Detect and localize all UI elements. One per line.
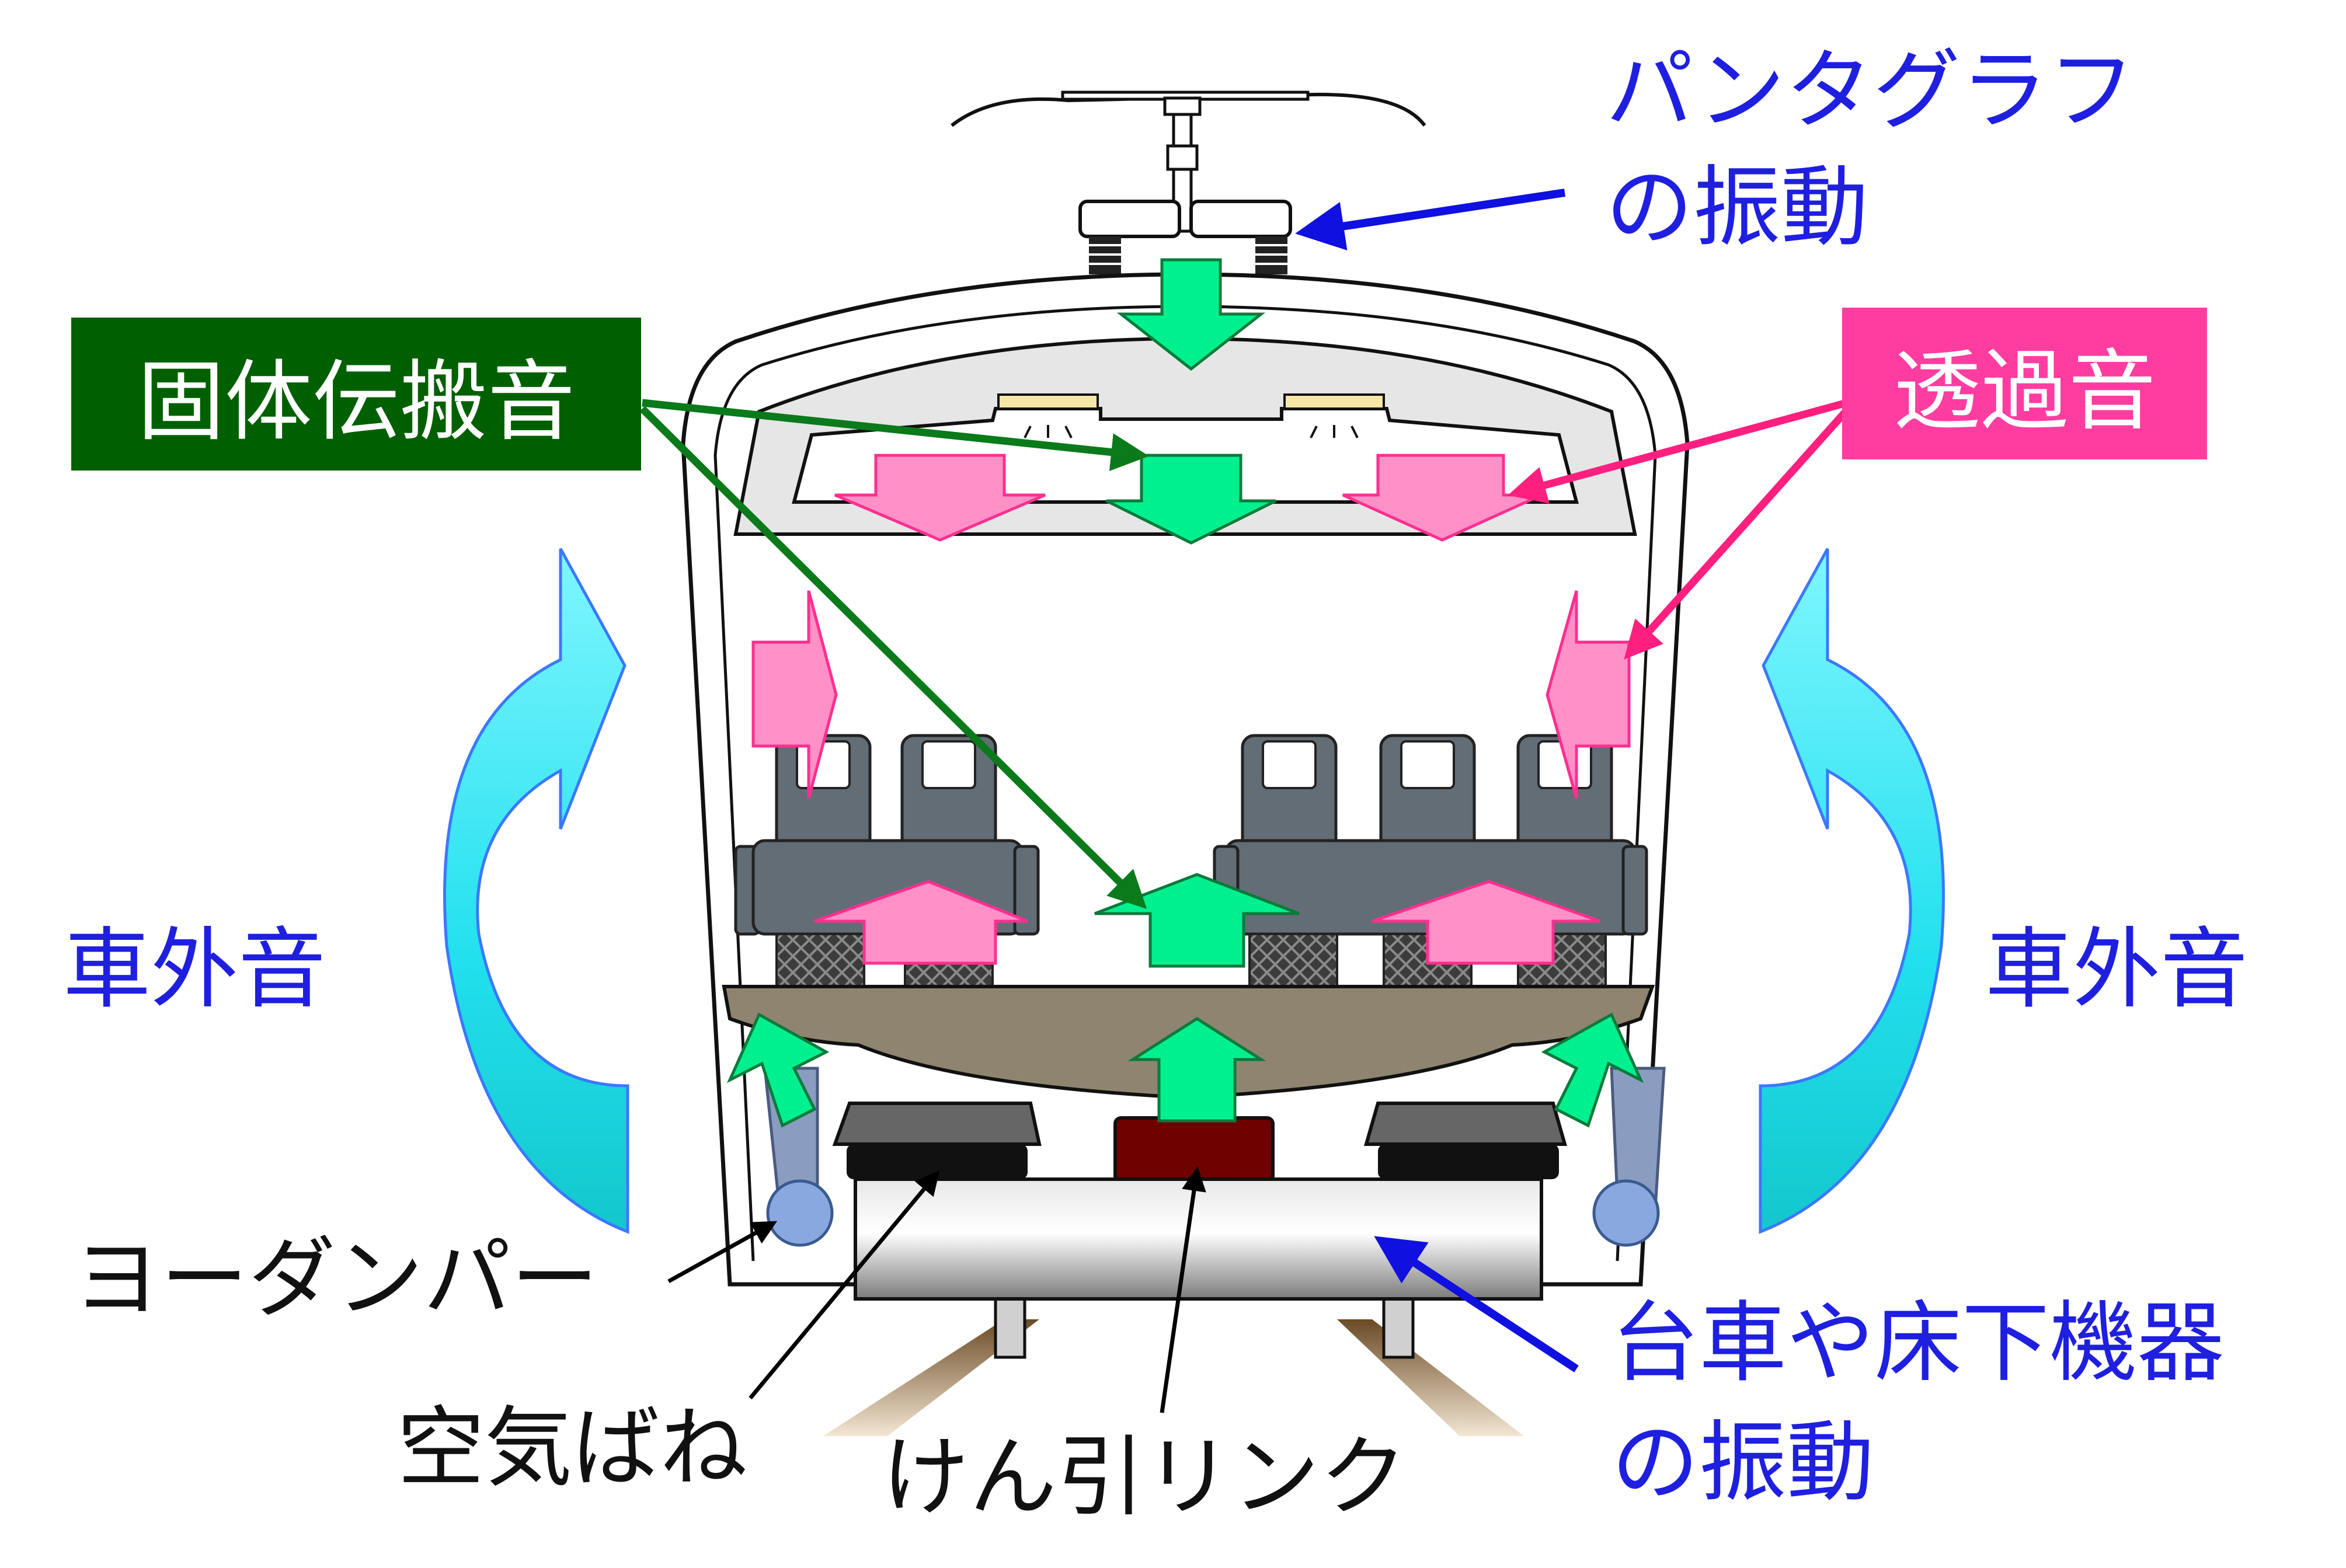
yaw-damper-label: ヨーダンパー (73, 1228, 599, 1330)
transmitted-arrows (751, 454, 1631, 965)
callout-lines (639, 189, 1854, 1413)
air-spring-icon (832, 1102, 1567, 1179)
pantograph-label: パンタグラフ (1606, 40, 2136, 142)
transmitted-sound-box: 透過音 (1842, 308, 2207, 459)
solid-borne-arrows (726, 258, 1644, 1128)
pantograph-vibration-label: の振動 (1606, 157, 1869, 259)
exterior-sound-arrows (443, 548, 1945, 1234)
bogie-icon (854, 1177, 1543, 1359)
solid-borne-sound-box: 固体伝搬音 (71, 318, 641, 471)
traction-link-block (1113, 1116, 1275, 1184)
exterior-sound-label-right: 車外音 (1985, 919, 2248, 1020)
traction-link-label: けん引リンク (882, 1427, 1408, 1528)
pantograph-icon (951, 90, 1426, 274)
air-spring-label: 空気ばね (397, 1398, 748, 1499)
exterior-sound-label-left: 車外音 (63, 919, 326, 1020)
bogie-label: 台車や床下機器 (1611, 1292, 2225, 1394)
bogie-vibration-label: の振動 (1611, 1412, 1875, 1514)
